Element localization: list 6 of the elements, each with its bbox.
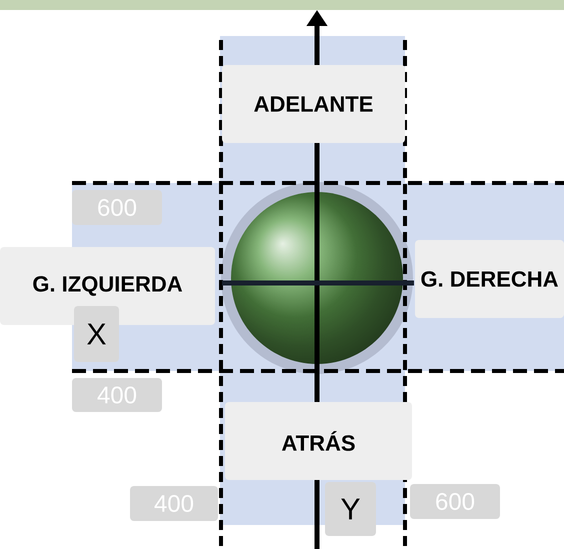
direction-box: ADELANTE — [222, 65, 405, 143]
direction-box: ATRÁS — [225, 402, 412, 480]
direction-box: G. DERECHA — [415, 240, 564, 318]
direction-box: G. IZQUIERDA — [0, 247, 215, 325]
axis-badge: X — [74, 306, 119, 362]
axis-badge: Y — [325, 482, 376, 536]
